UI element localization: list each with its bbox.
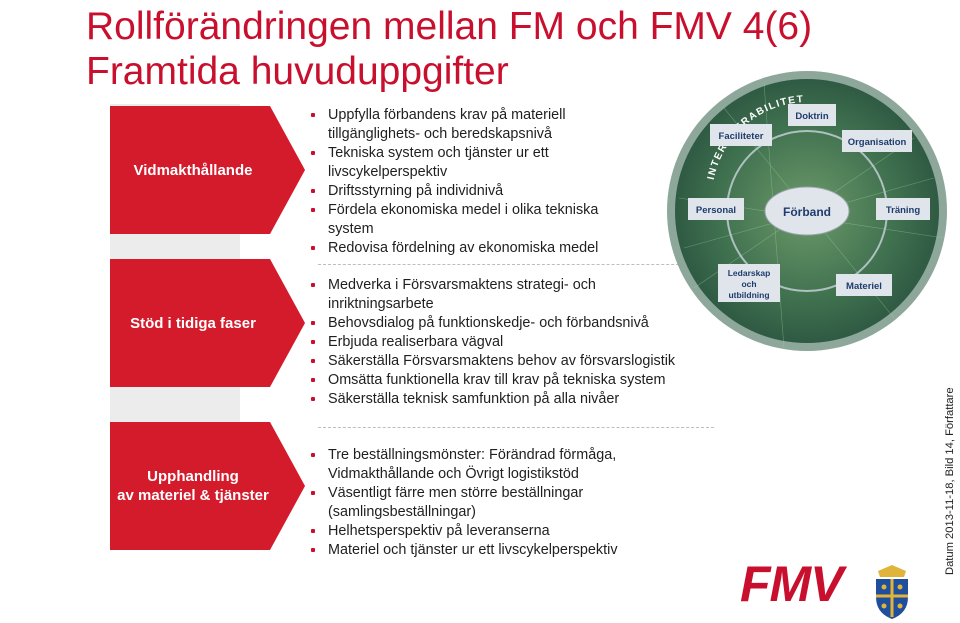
node-label: Faciliteter — [719, 131, 764, 142]
category-label: Vidmakthållande — [110, 106, 276, 234]
dashed-divider — [318, 427, 714, 428]
page-title: Rollförändringen mellan FM och FMV 4(6) … — [86, 4, 812, 94]
title-line-1: Rollförändringen mellan FM och FMV 4(6) — [86, 5, 813, 48]
node-label: utbildning — [728, 290, 769, 300]
center-node — [764, 186, 850, 236]
center-label: Förband — [783, 205, 831, 219]
category-upphandling: Upphandling av materiel & tjänster — [110, 422, 305, 550]
interoperability-diagram: INTEROPERABILITET Förband Faciliteter Do… — [664, 68, 950, 354]
bullet-item: Omsätta funktionella krav till krav på t… — [310, 371, 675, 390]
node-label: Organisation — [848, 137, 907, 148]
chevron-shape — [110, 106, 305, 234]
bullet-item: Behovsdialog på funktionskedje- och förb… — [310, 314, 675, 333]
node-personal — [688, 198, 744, 220]
node-label: Doktrin — [795, 111, 828, 122]
chevron-shape — [110, 422, 305, 550]
category-label-line: Vidmakthållande — [133, 161, 253, 179]
node-traning — [876, 198, 930, 220]
bullet-item: Medverka i Försvarsmaktens strategi- och… — [310, 276, 675, 314]
node-label: Materiel — [846, 281, 882, 292]
diagram-graphic: INTEROPERABILITET Förband Faciliteter Do… — [667, 71, 947, 351]
title-line-2: Framtida huvuduppgifter — [86, 50, 509, 93]
node-materiel — [836, 274, 892, 296]
bullet-item: Säkerställa teknisk samfunktion på alla … — [310, 390, 675, 409]
node-faciliteter — [710, 124, 772, 146]
node-label: Ledarskap — [728, 268, 771, 278]
bullet-item: Erbjuda realiserbara vägval — [310, 333, 675, 352]
bullet-list-upphandling: Tre beställningsmönster: Förändrad förmå… — [310, 446, 618, 560]
bullet-item: Driftsstyrning på individnivå — [310, 182, 598, 201]
dashed-divider — [318, 264, 714, 265]
category-label: Upphandling av materiel & tjänster — [110, 422, 276, 550]
fmv-logo: FMV — [740, 556, 848, 610]
bullet-item: Väsentligt färre men större beställninga… — [310, 484, 618, 522]
node-label: och — [741, 279, 756, 289]
node-label: Träning — [886, 205, 921, 216]
category-label: Stöd i tidiga faser — [110, 259, 276, 387]
bullet-item: Tre beställningsmönster: Förändrad förmå… — [310, 446, 618, 484]
category-label-line: av materiel & tjänster — [117, 487, 269, 504]
coat-of-arms-icon — [876, 565, 908, 619]
node-label: Personal — [696, 205, 736, 216]
category-label-line: Stöd i tidiga faser — [130, 314, 256, 332]
bullet-item: Helhetsperspektiv på leveranserna — [310, 522, 618, 541]
category-vidmakthallande: Vidmakthållande — [110, 106, 305, 234]
category-stod-i-tidiga-faser: Stöd i tidiga faser — [110, 259, 305, 387]
bullet-list-stod-i-tidiga-faser: Medverka i Försvarsmaktens strategi- och… — [310, 276, 675, 409]
bullet-item: Fördela ekonomiska medel i olika teknisk… — [310, 201, 598, 239]
bullet-item: Redovisa fördelning av ekonomiska medel — [310, 239, 598, 258]
chevron-shape — [110, 259, 305, 387]
bullet-item: Materiel och tjänster ur ett livscykelpe… — [310, 541, 618, 560]
category-label-line: Upphandling — [147, 468, 239, 485]
slide-footer-vertical: Datum 2013-11-18, Bild 14, Författare — [944, 387, 956, 575]
node-ledarskap — [718, 264, 780, 302]
fmv-logo-text: FMV — [740, 556, 847, 610]
bullet-item: Säkerställa Försvarsmaktens behov av för… — [310, 352, 675, 371]
node-doktrin — [788, 104, 836, 126]
node-organisation — [842, 130, 912, 152]
